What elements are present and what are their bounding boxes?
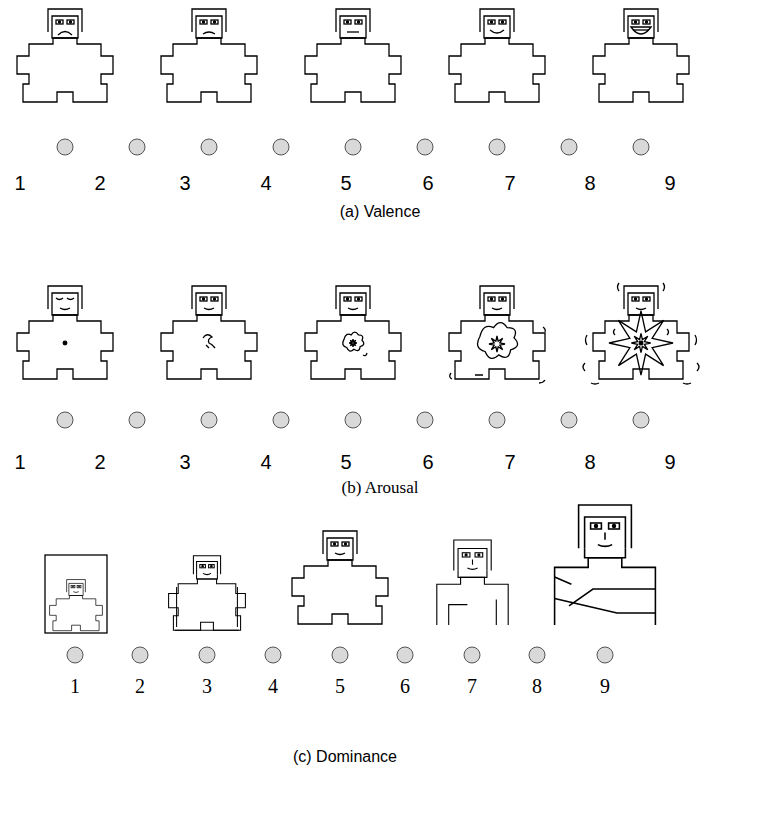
- scale-number: 5: [335, 675, 345, 697]
- scale-number: 3: [179, 451, 190, 473]
- scale-number: 9: [664, 451, 675, 473]
- subfigure-caption: (a) Valence: [340, 203, 421, 221]
- subfigure-caption: (c) Dominance: [293, 748, 397, 766]
- scale-number: 3: [179, 172, 190, 194]
- scale-number: 2: [94, 172, 105, 194]
- scale-number: 1: [14, 172, 25, 194]
- scale-number: 9: [600, 675, 610, 697]
- scale-number: 5: [340, 172, 351, 194]
- scale-number: 7: [467, 675, 477, 697]
- scale-number: 3: [202, 675, 212, 697]
- scale-number: 6: [422, 451, 433, 473]
- scale-number: 8: [584, 451, 595, 473]
- scale-number: 7: [504, 451, 515, 473]
- scale-number: 6: [422, 172, 433, 194]
- subfigure-caption: (b) Arousal: [342, 479, 419, 498]
- scale-number: 8: [584, 172, 595, 194]
- scale-number: 2: [94, 451, 105, 473]
- scale-number: 5: [340, 451, 351, 473]
- scale-number: 7: [504, 172, 515, 194]
- scale-number: 2: [135, 675, 145, 697]
- scale-number: 4: [260, 172, 271, 194]
- scale-number: 1: [14, 451, 25, 473]
- scale-number: 8: [532, 675, 542, 697]
- scale-number: 1: [70, 675, 80, 697]
- scale-number: 4: [260, 451, 271, 473]
- scale-number: 9: [664, 172, 675, 194]
- scale-number: 6: [400, 675, 410, 697]
- scale-number: 4: [268, 675, 278, 697]
